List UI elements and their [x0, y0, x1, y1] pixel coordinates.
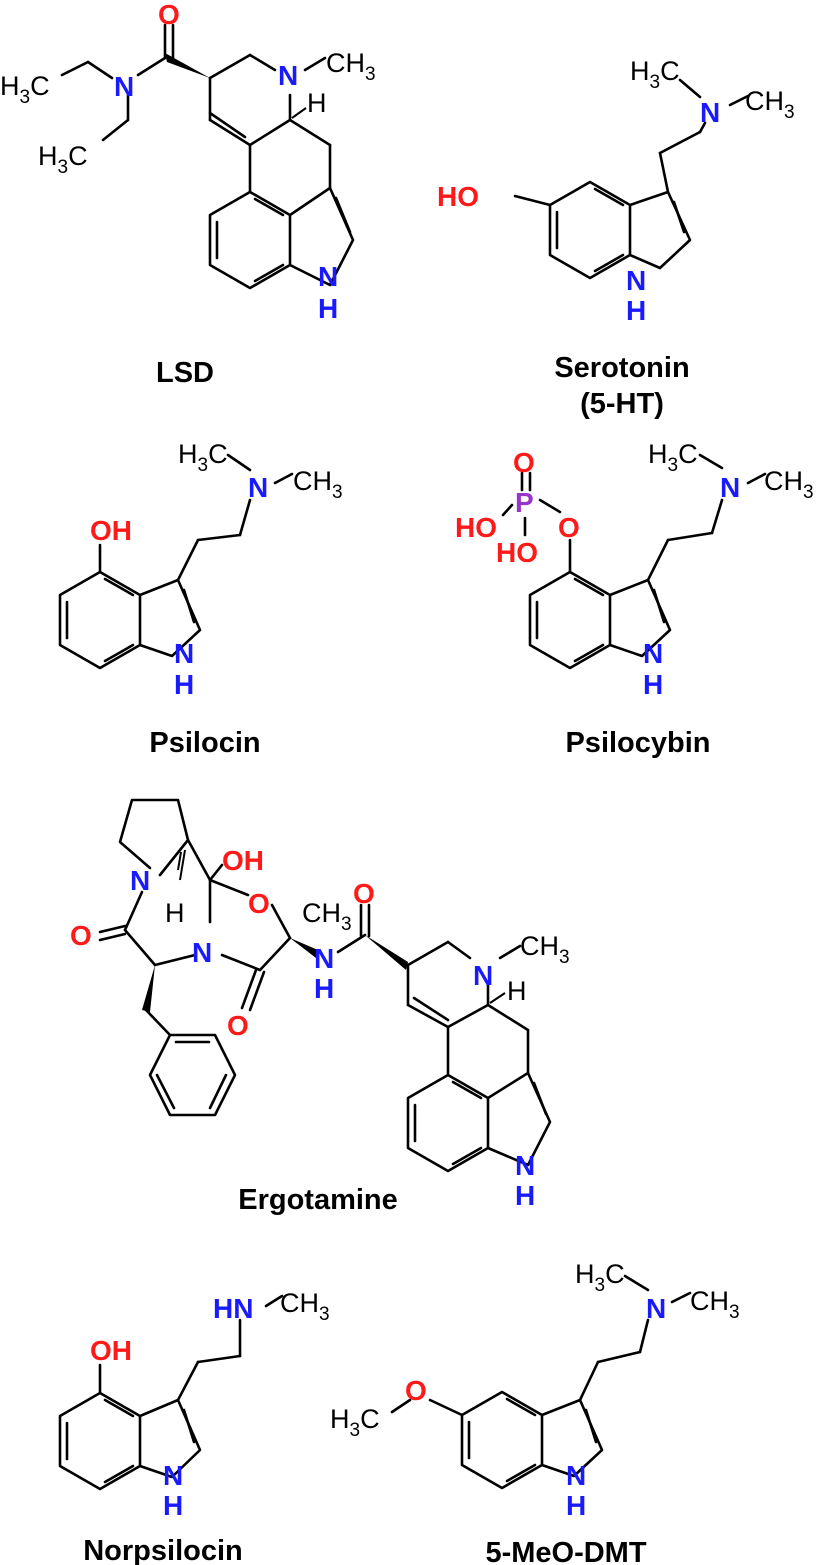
ergotamine-carbonyl-oxygen-left: O: [70, 920, 92, 951]
psilocin-indole-hydrogen: H: [174, 669, 194, 700]
ergotamine-amide-oxygen: O: [353, 878, 375, 909]
psilocybin-indole-hydrogen: H: [643, 669, 663, 700]
ergotamine-stereo-hydrogen-left: H: [165, 898, 185, 928]
meo-dmt-methoxy-methyl: H3C: [330, 1404, 380, 1441]
norpsilocin-structure: OH HN CH3 N H Norpsilocin: [58, 1288, 330, 1565]
psilocin-name: Psilocin: [149, 727, 260, 759]
ergotamine-hydroxyl: OH: [222, 845, 264, 876]
norpsilocin-amine: HN: [213, 1293, 253, 1324]
meo-dmt-indole-nitrogen: N: [566, 1460, 586, 1491]
ergotamine-amide-nitrogen: N: [314, 943, 334, 974]
serotonin-n-methyl-1: H3C: [630, 56, 680, 93]
meo-dmt-n-methyl-1: H3C: [575, 1259, 625, 1296]
psilocin-indole-nitrogen: N: [174, 638, 194, 669]
ergotamine-n-methyl: CH3: [520, 931, 570, 968]
norpsilocin-n-methyl: CH3: [280, 1288, 330, 1325]
psilocybin-indole-nitrogen: N: [643, 638, 663, 669]
ergotamine-stereo-hydrogen: H: [507, 976, 527, 1006]
ergotamine-lysergyl-nitrogen: N: [473, 960, 493, 991]
psilocin-amine-nitrogen: N: [248, 472, 268, 503]
psilocin-n-methyl-1: H3C: [178, 439, 228, 476]
lsd-structure: O N N CH3 H N H H3C H3C LSD: [0, 0, 376, 389]
ergotamine-carbonyl-oxygen-bottom: O: [227, 1010, 249, 1041]
ergotamine-pyrrolidine-nitrogen: N: [130, 865, 150, 896]
meo-dmt-amine-nitrogen: N: [646, 1293, 666, 1324]
serotonin-abbrev: (5-HT): [580, 388, 664, 420]
psilocybin-ester-oxygen: O: [558, 512, 580, 543]
psilocybin-hydroxyl-2: HO: [496, 537, 538, 568]
psilocin-structure: OH N H3C CH3 N H Psilocin: [58, 439, 343, 759]
lsd-indole-hydrogen: H: [318, 293, 338, 324]
psilocybin-structure: O P HO HO O N H3C CH3 N H Psilocybin: [455, 439, 814, 759]
psilocin-n-methyl-2: CH3: [293, 466, 343, 503]
lsd-ethyl-1: H3C: [0, 71, 50, 108]
ergotamine-name: Ergotamine: [238, 1184, 398, 1216]
psilocybin-n-methyl-1: H3C: [648, 439, 698, 476]
ergotamine-indole-nitrogen: N: [515, 1150, 535, 1181]
psilocybin-phosphorus: P: [515, 487, 534, 518]
lsd-indole-nitrogen: N: [318, 261, 338, 292]
psilocin-hydroxyl: OH: [90, 515, 132, 546]
lsd-ethyl-2: H3C: [38, 141, 88, 178]
norpsilocin-name: Norpsilocin: [83, 1535, 243, 1565]
serotonin-amine-nitrogen: N: [700, 97, 720, 128]
psilocybin-n-methyl-2: CH3: [764, 466, 814, 503]
serotonin-name: Serotonin: [554, 352, 689, 384]
ergotamine-methyl-mid: CH3: [302, 898, 352, 935]
serotonin-indole-nitrogen: N: [626, 265, 646, 296]
meo-dmt-ether-oxygen: O: [405, 1375, 427, 1406]
ergotamine-indole-hydrogen: H: [515, 1180, 535, 1211]
meo-dmt-n-methyl-2: CH3: [690, 1286, 740, 1323]
norpsilocin-indole-nitrogen: N: [163, 1460, 183, 1491]
lsd-n-methyl: CH3: [326, 48, 376, 85]
norpsilocin-hydroxyl: OH: [90, 1335, 132, 1366]
serotonin-hydroxyl: HO: [437, 181, 479, 212]
psilocybin-phosphoryl-oxygen: O: [513, 447, 535, 478]
serotonin-indole-hydrogen: H: [626, 295, 646, 326]
lsd-amide-nitrogen: N: [114, 71, 134, 102]
lsd-name: LSD: [156, 357, 214, 389]
lsd-stereo-hydrogen: H: [307, 88, 327, 118]
ergotamine-amide-hydrogen: H: [314, 973, 334, 1004]
norpsilocin-indole-hydrogen: H: [163, 1490, 183, 1521]
ergotamine-structure: N OH O O H N CH3 O N H O N CH3 H N H Erg…: [70, 798, 570, 1216]
psilocybin-name: Psilocybin: [565, 727, 710, 759]
lsd-ring-nitrogen: N: [278, 60, 298, 91]
psilocybin-amine-nitrogen: N: [720, 472, 740, 503]
ergotamine-ring-oxygen: O: [248, 888, 270, 919]
lsd-carbonyl-oxygen: O: [158, 0, 180, 30]
serotonin-n-methyl-2: CH3: [745, 86, 795, 123]
serotonin-structure: HO N H3C CH3 N H Serotonin (5-HT): [437, 56, 795, 420]
meo-dmt-name: 5-MeO-DMT: [485, 1537, 646, 1565]
psilocybin-hydroxyl-1: HO: [455, 512, 497, 543]
meo-dmt-structure: O H3C N H3C CH3 N H 5-MeO-DMT: [330, 1259, 740, 1565]
meo-dmt-indole-hydrogen: H: [566, 1490, 586, 1521]
ergotamine-ring-nitrogen-mid: N: [192, 937, 212, 968]
